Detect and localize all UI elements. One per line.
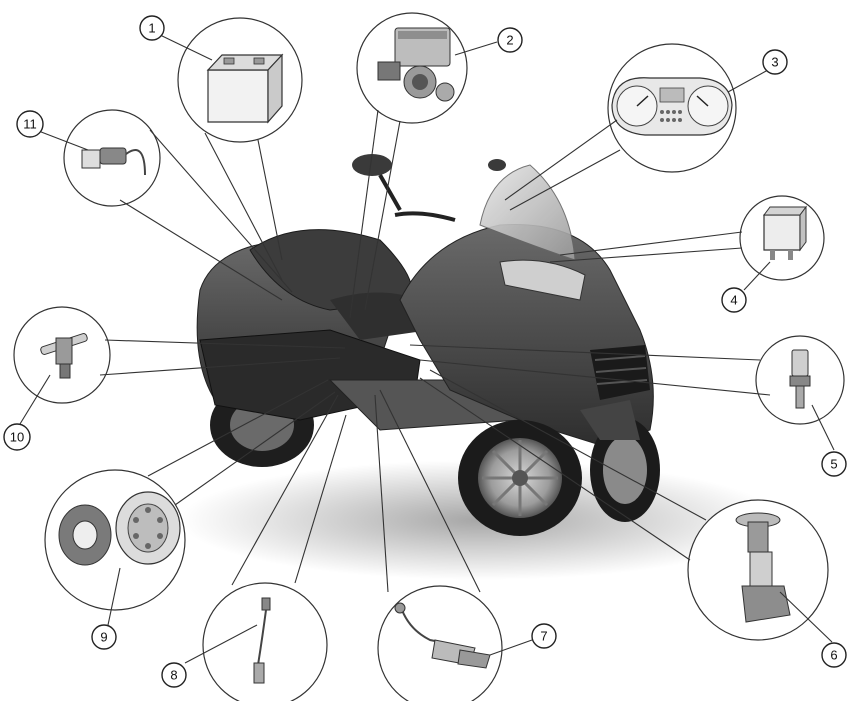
callout-10: 10 bbox=[4, 424, 30, 450]
detail-temperature-sensor bbox=[756, 336, 844, 424]
detail-throttle-body bbox=[357, 13, 467, 123]
detail-connector bbox=[64, 110, 160, 206]
handlebar bbox=[380, 175, 455, 220]
callout-1: 1 bbox=[140, 16, 164, 40]
detail-instrument-cluster bbox=[608, 44, 736, 172]
callout-label-3: 3 bbox=[771, 55, 778, 70]
callout-8: 8 bbox=[162, 663, 186, 687]
callout-label-2: 2 bbox=[506, 33, 513, 48]
callout-7: 7 bbox=[532, 624, 556, 648]
callout-label-10: 10 bbox=[10, 430, 24, 445]
detail-alternator bbox=[45, 470, 185, 610]
callout-label-5: 5 bbox=[830, 457, 837, 472]
dashboard-icon bbox=[612, 78, 732, 135]
mirror-right bbox=[488, 159, 506, 171]
detail-battery bbox=[178, 18, 302, 142]
callout-label-6: 6 bbox=[830, 648, 837, 663]
callout-label-8: 8 bbox=[170, 668, 177, 683]
callout-label-7: 7 bbox=[540, 629, 547, 644]
callout-label-4: 4 bbox=[730, 293, 737, 308]
callout-label-11: 11 bbox=[23, 117, 37, 132]
detail-valve bbox=[14, 307, 110, 403]
callout-11: 11 bbox=[17, 111, 43, 137]
callout-5: 5 bbox=[822, 452, 846, 476]
callout-2: 2 bbox=[498, 28, 522, 52]
front-wheel-left bbox=[458, 420, 582, 536]
callout-6: 6 bbox=[822, 643, 846, 667]
detail-relay bbox=[740, 196, 824, 280]
callout-label-9: 9 bbox=[100, 630, 107, 645]
detail-fuel-pump bbox=[688, 500, 828, 640]
battery-icon bbox=[208, 55, 282, 122]
detail-lambda-sensor bbox=[203, 583, 327, 701]
callout-3: 3 bbox=[763, 50, 787, 74]
callout-4: 4 bbox=[722, 288, 746, 312]
callout-label-1: 1 bbox=[148, 21, 155, 36]
callout-9: 9 bbox=[92, 625, 116, 649]
detail-switch bbox=[378, 586, 502, 701]
